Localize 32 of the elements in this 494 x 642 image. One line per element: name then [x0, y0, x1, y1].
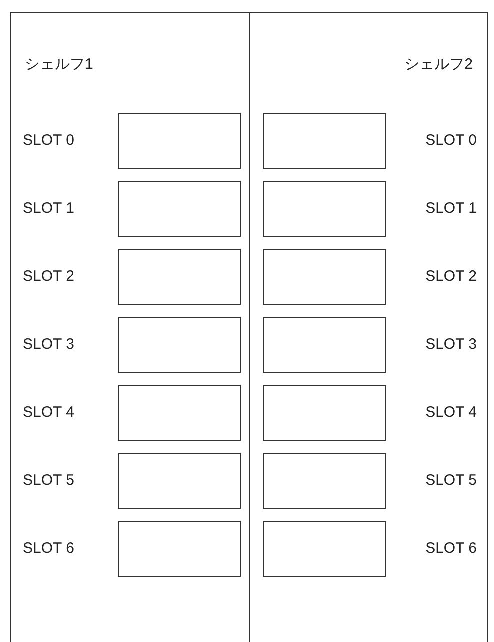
slot-box: [118, 453, 241, 509]
slot-box: [263, 521, 386, 577]
slot-box: [263, 181, 386, 237]
slot-label: SLOT 4: [426, 404, 477, 422]
shelf-title: シェルフ2: [404, 55, 473, 74]
slot-label: SLOT 5: [426, 472, 477, 490]
slot-box: [118, 181, 241, 237]
slot-label: SLOT 2: [426, 268, 477, 286]
slot-box: [118, 113, 241, 169]
slot-label: SLOT 3: [23, 336, 74, 354]
slot-box: [263, 317, 386, 373]
slot-box: [263, 453, 386, 509]
slot-label: SLOT 3: [426, 336, 477, 354]
slot-box: [263, 113, 386, 169]
slot-label: SLOT 2: [23, 268, 74, 286]
slot-label: SLOT 1: [426, 200, 477, 218]
slot-box: [118, 317, 241, 373]
shelf-panel: [250, 12, 488, 642]
shelf-title: シェルフ1: [25, 55, 94, 74]
slot-box: [118, 521, 241, 577]
slot-box: [118, 385, 241, 441]
slot-label: SLOT 1: [23, 200, 74, 218]
slot-label: SLOT 4: [23, 404, 74, 422]
slot-label: SLOT 0: [426, 132, 477, 150]
slot-box: [263, 249, 386, 305]
slot-label: SLOT 5: [23, 472, 74, 490]
slot-box: [118, 249, 241, 305]
slot-box: [263, 385, 386, 441]
slot-label: SLOT 0: [23, 132, 74, 150]
shelf-panel: [10, 12, 250, 642]
slot-label: SLOT 6: [23, 540, 74, 558]
slot-label: SLOT 6: [426, 540, 477, 558]
